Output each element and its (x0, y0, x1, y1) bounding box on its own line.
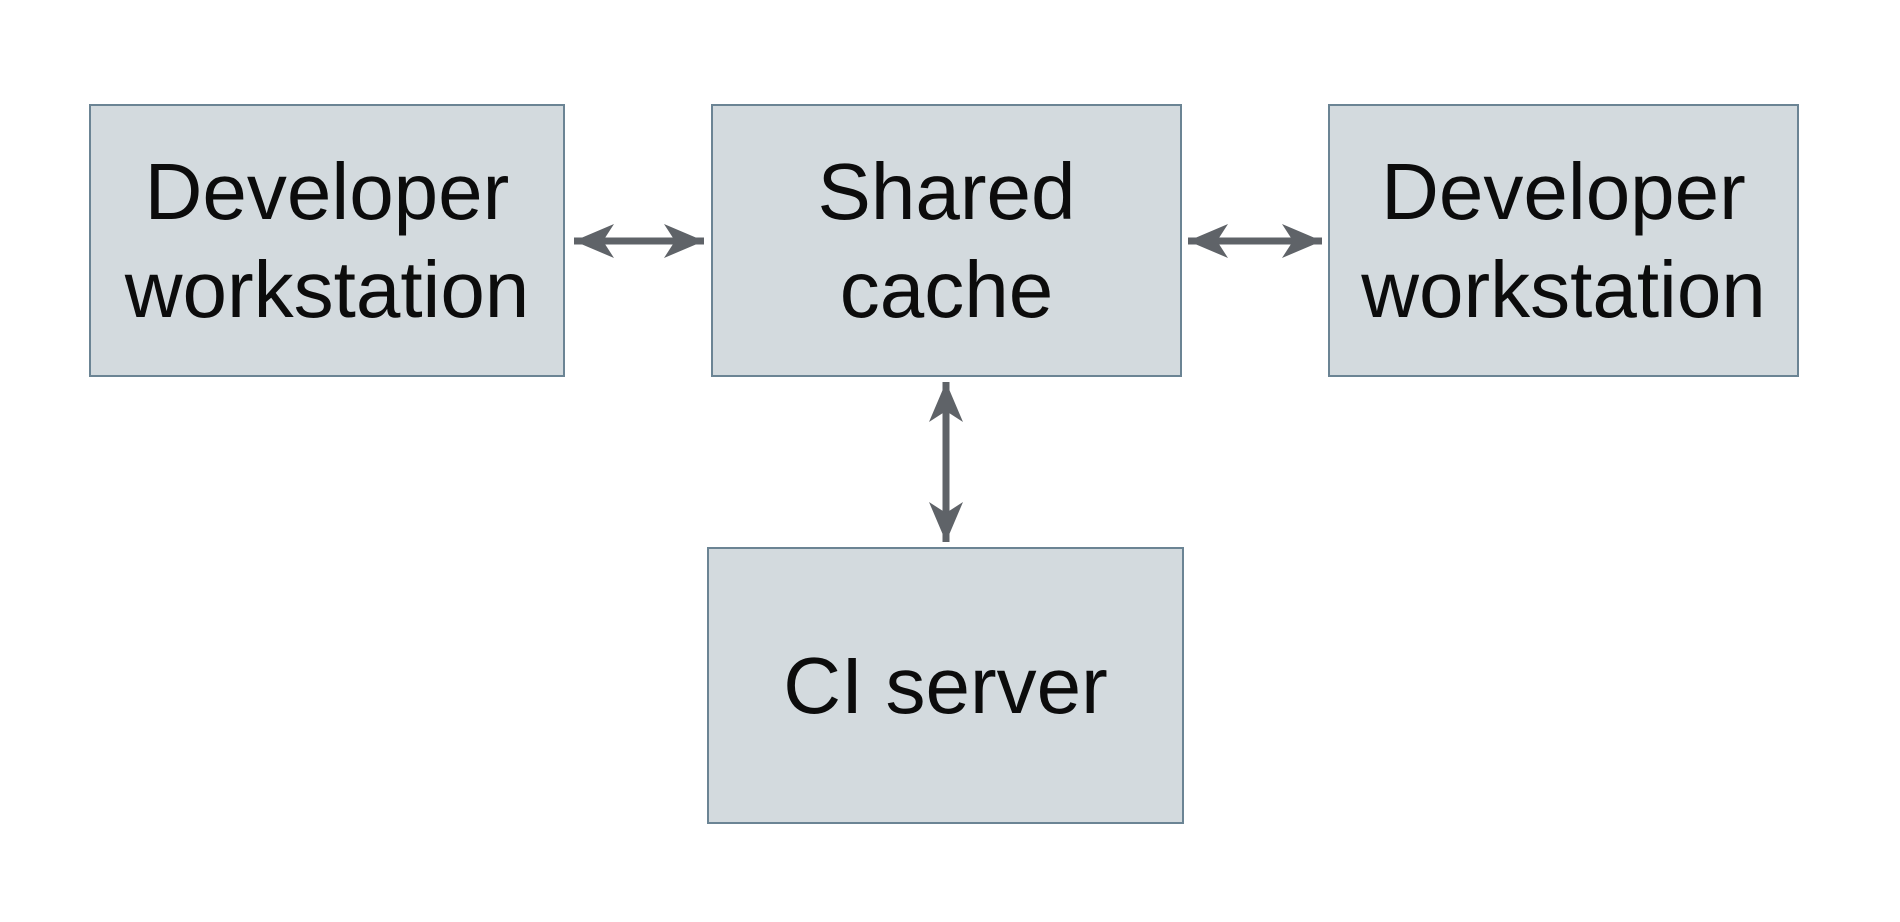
node-developer-workstation-left: Developer workstation (89, 104, 565, 377)
node-label-developer-workstation-right: Developer workstation (1361, 146, 1766, 334)
node-shared-cache: Shared cache (711, 104, 1182, 377)
node-label-developer-workstation-left: Developer workstation (124, 146, 530, 334)
node-developer-workstation-right: Developer workstation (1328, 104, 1799, 377)
node-label-ci-server: CI server (783, 640, 1108, 730)
node-label-shared-cache: Shared cache (817, 146, 1076, 334)
node-ci-server: CI server (707, 547, 1184, 824)
